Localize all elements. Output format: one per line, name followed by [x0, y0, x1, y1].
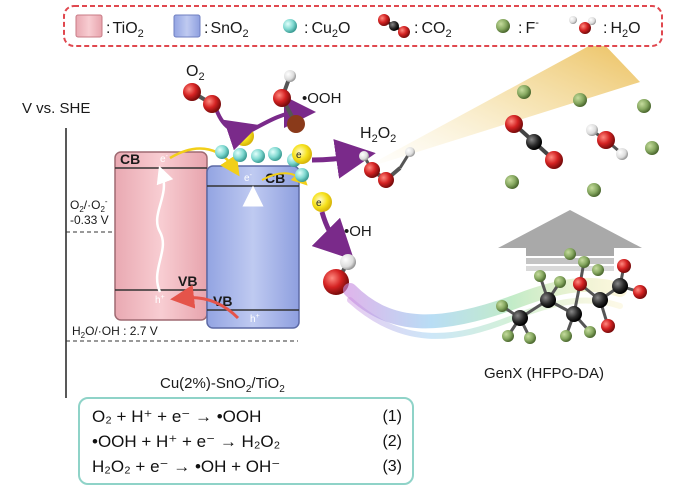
- genx-molecule: [496, 248, 647, 344]
- catalyst-label: Cu(2%)-SnO2/TiO2: [160, 375, 285, 395]
- svg-text:e: e: [316, 198, 322, 209]
- legend-h2o: :H2O: [603, 20, 641, 40]
- equation-row-3: H₂O₂ + e⁻ → •OH + OH⁻ (3): [92, 455, 402, 479]
- o2-label: O2: [186, 63, 205, 83]
- ooh-molecule: [273, 70, 305, 133]
- light-beam: [360, 40, 640, 170]
- legend-f: :F-: [518, 17, 539, 37]
- o2-redox-value: -0.33 V: [70, 213, 109, 227]
- tio2-excitation-arrow: [155, 165, 174, 293]
- legend-tio2: :TiO2: [106, 20, 144, 40]
- sno2-swatch-icon: [173, 14, 201, 38]
- product-h2o: [586, 124, 628, 160]
- svg-text:e: e: [238, 132, 244, 143]
- equation-row-2: •OOH + H⁺ + e⁻ → H₂O₂ (2): [92, 430, 402, 454]
- oh-label: •OH: [344, 223, 372, 240]
- oh-formation-arrow: [311, 211, 355, 261]
- equation-1-number: (1): [382, 408, 402, 425]
- sno2-electron-label: e-: [244, 172, 253, 184]
- tio2-vb-label: VB: [178, 273, 197, 289]
- equation-1-text: O₂ + H⁺ + e⁻ → •OOH: [92, 407, 262, 426]
- equation-row-1: O₂ + H⁺ + e⁻ → •OOH (1): [92, 405, 402, 429]
- tio2-cb-label: CB: [120, 151, 140, 167]
- sno2-hole-label: h+: [250, 313, 260, 325]
- tio2-swatch-icon: [75, 14, 103, 38]
- legend-box: [63, 5, 663, 47]
- cu2o-particles: [215, 145, 309, 182]
- ooh-label: •OOH: [302, 90, 341, 107]
- equation-2-text: •OOH + H⁺ + e⁻ → H₂O₂: [92, 432, 281, 451]
- tio2-hole-label: h+: [155, 294, 165, 306]
- water-molecule-icon: [569, 16, 596, 34]
- product-fluoride-ions: [505, 85, 659, 197]
- product-co2: [505, 115, 563, 169]
- co2-molecule-icon: [378, 14, 410, 38]
- fluoride-icon: [496, 19, 510, 33]
- hole-transfer-arrow: [170, 284, 240, 320]
- h2o2-formation-arrow: [311, 139, 376, 179]
- electron-transfer-arrow: [169, 147, 240, 177]
- legend-co2: :CO2: [414, 20, 452, 40]
- h2o-redox-label: H2O/·OH : 2.7 V: [72, 324, 158, 340]
- legend-cu2o: :Cu2O: [304, 20, 350, 40]
- svg-text:e: e: [296, 150, 302, 161]
- oh-molecule: [323, 254, 356, 295]
- h2o2-molecule: [359, 147, 415, 188]
- o2-redox-label: O2/·O2-: [70, 197, 108, 214]
- pollutant-label: GenX (HFPO-DA): [484, 365, 604, 382]
- equation-3-text: H₂O₂ + e⁻ → •OH + OH⁻: [92, 457, 281, 476]
- equation-2-number: (2): [382, 433, 402, 450]
- h2o2-label: H2O2: [360, 125, 396, 145]
- ooh-formation-arrow: [251, 96, 316, 132]
- o2-molecule: [183, 83, 221, 113]
- oh-attack-trail: [343, 277, 627, 329]
- degradation-arrow: [498, 210, 642, 256]
- equation-3-number: (3): [382, 458, 402, 475]
- reaction-equations-panel: O₂ + H⁺ + e⁻ → •OOH (1) •OOH + H⁺ + e⁻ →…: [78, 397, 414, 485]
- legend-sno2: :SnO2: [204, 20, 249, 40]
- cu2o-particle-icon: [283, 19, 297, 33]
- tio2-electron-label: e-: [160, 153, 169, 165]
- axis-title: V vs. SHE: [22, 100, 90, 117]
